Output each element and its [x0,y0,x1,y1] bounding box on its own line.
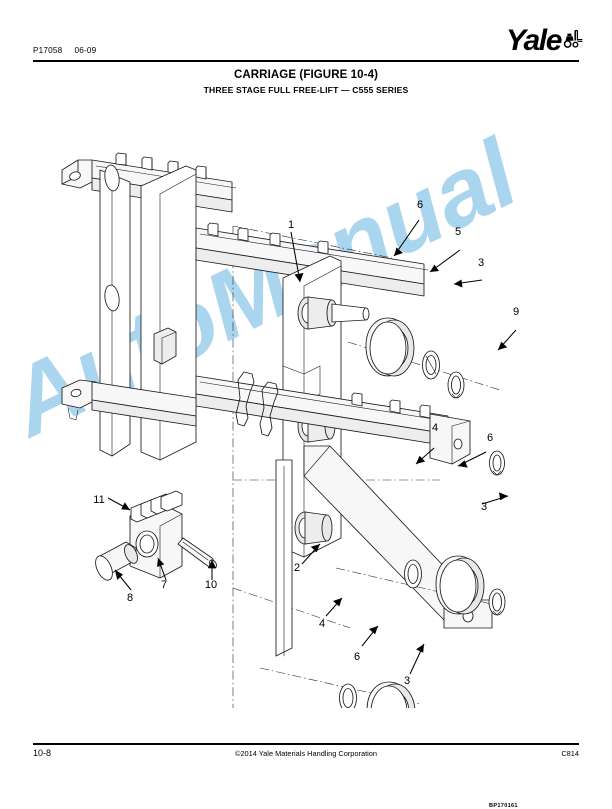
callout-number-6c: 6 [354,651,360,663]
callout-number-9: 9 [513,306,519,318]
roller-assembly-middle [335,555,506,616]
revision-date: 06-09 [74,46,97,55]
footer-code: C814 [561,749,579,758]
page-number: 10-8 [33,748,52,758]
callout-leaders [107,219,517,675]
callout-number-7: 7 [161,579,167,591]
roller-assembly-lower [259,667,421,708]
copyright-notice: ©2014 Yale Materials Handling Corporatio… [235,749,377,758]
parts-diagram: AutoManual [0,108,612,809]
callout-number-6b: 6 [487,432,493,444]
footer-divider [33,743,579,745]
callout-number-6a: 6 [417,199,423,211]
snap-ring-9 [489,450,505,476]
yale-wordmark: Yale [505,24,562,57]
callout-number-3a: 3 [478,257,484,269]
callout-number-3c: 3 [404,675,410,687]
callout-number-4a: 4 [432,422,438,434]
yale-logo: Yale [506,24,584,56]
figure-title: CARRIAGE (FIGURE 10-4) [233,69,379,81]
lower-left-arm [61,379,197,427]
roller-assembly-upper [347,317,501,399]
fork-latch-hooks [235,371,279,437]
forklift-icon [562,29,584,54]
callout-number-11: 11 [93,494,104,506]
header-divider [33,60,579,62]
parts-diagram-svg: AutoManual [0,119,535,708]
callout-number-8: 8 [127,592,133,604]
cross-member-lower [195,375,471,465]
drawing-number: BP170161 [489,803,518,809]
lower-hub-assembly [294,511,333,545]
callout-number-3b: 3 [481,501,487,513]
callout-number-1: 1 [288,219,294,231]
title-block: CARRIAGE (FIGURE 10-4) THREE STAGE FULL … [0,68,612,96]
callout-number-4b: 4 [319,618,325,630]
document-meta: P17058 06-09 [33,46,96,55]
callout-labels: 1 2 3 3 3 4 4 5 6 6 6 7 8 9 10 11 [93,199,519,687]
upper-hub-assembly [297,296,370,330]
page-footer: 10-8 ©2014 Yale Materials Handling Corpo… [33,746,579,764]
page-header: P17058 06-09 Yale [0,0,612,62]
callout-number-5: 5 [455,226,461,238]
callout-number-2: 2 [294,562,300,574]
carriage-plate-main [140,165,197,461]
part-number: P17058 [33,46,63,55]
latch-bracket-assembly [95,490,218,581]
lower-right-support-arm [275,445,493,657]
figure-subtitle: THREE STAGE FULL FREE-LIFT — C555 SERIES [203,85,409,95]
callout-number-10: 10 [205,579,217,591]
